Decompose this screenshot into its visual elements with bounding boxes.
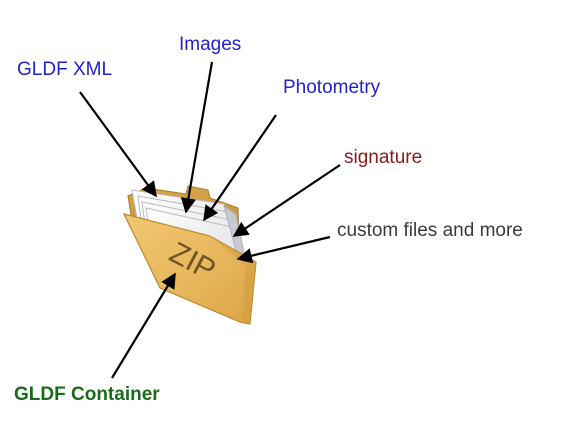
label-signature: signature: [344, 147, 423, 168]
label-images: Images: [179, 34, 242, 55]
label-gldf-xml: GLDF XML: [17, 59, 113, 80]
arrow-icon: [79, 91, 157, 198]
arrows: [79, 61, 341, 379]
label-custom-files: custom files and more: [337, 220, 523, 241]
zip-folder-icon: ZIP: [122, 185, 257, 325]
arrow-icon: [111, 272, 176, 379]
arrow-icon: [180, 61, 214, 214]
arrow-icon: [232, 164, 341, 237]
label-photometry: Photometry: [283, 77, 381, 98]
arrow-icon: [236, 235, 331, 264]
arrow-icon: [203, 114, 277, 222]
label-gldf-container: GLDF Container: [14, 384, 160, 405]
